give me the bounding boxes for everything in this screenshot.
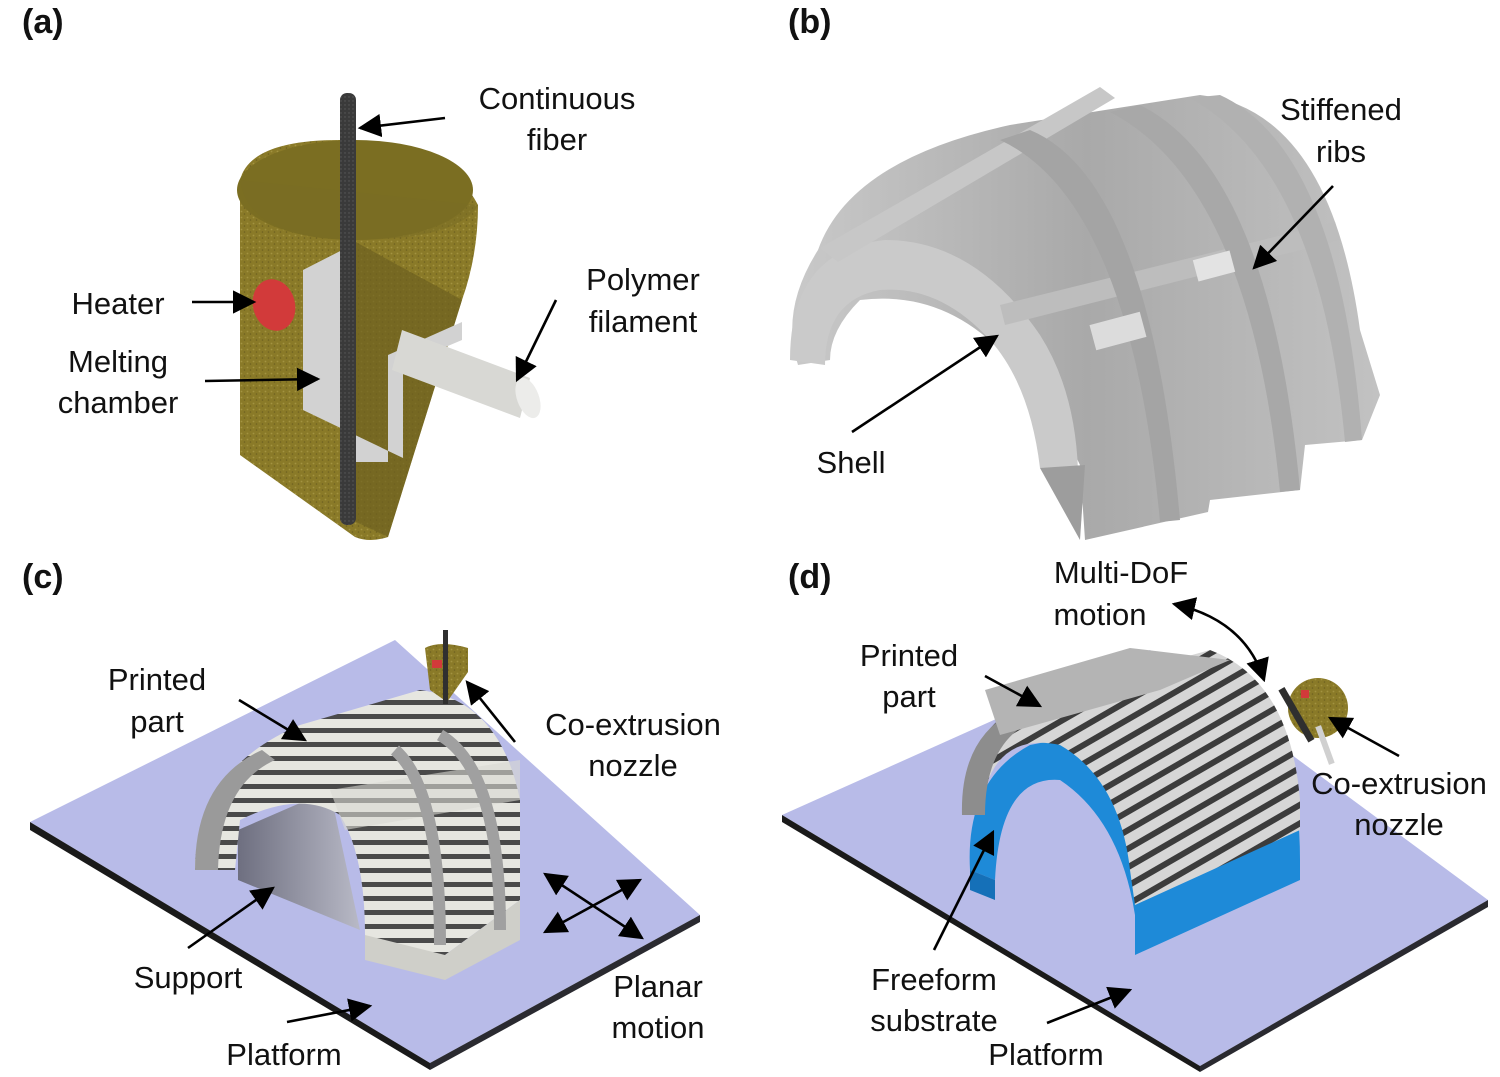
label-co-extrusion-nozzle-d-1: Co-extrusion bbox=[1311, 766, 1487, 801]
continuous-fiber-shape bbox=[340, 93, 356, 525]
planar-printing-drawing bbox=[30, 630, 700, 1070]
label-multi-dof-motion-2: motion bbox=[1053, 597, 1146, 632]
label-freeform-substrate-2: substrate bbox=[870, 1003, 998, 1038]
label-printed-part-c-1: Printed bbox=[108, 662, 206, 697]
arrow-platform-d bbox=[1046, 986, 1133, 1025]
arrow-co-extrusion-nozzle-d bbox=[1327, 716, 1400, 758]
label-planar-motion-1: Planar bbox=[613, 969, 703, 1004]
label-polymer-filament-2: filament bbox=[589, 304, 698, 339]
arrow-melting-chamber bbox=[204, 367, 321, 392]
heater-shape bbox=[252, 279, 296, 331]
co-extrusion-nozzle-shape-c bbox=[425, 630, 468, 704]
label-platform-d: Platform bbox=[988, 1037, 1103, 1072]
panel-d-tag: (d) bbox=[788, 558, 831, 596]
label-printed-part-c-2: part bbox=[130, 704, 184, 739]
arrow-freeform-substrate bbox=[932, 829, 995, 951]
arrow-planar-motion-2 bbox=[542, 878, 643, 934]
label-platform-c: Platform bbox=[226, 1037, 341, 1072]
panel-a: (a) Continuous fiber Heater Melting bbox=[22, 3, 700, 540]
label-continuous-fiber-1: Continuous bbox=[479, 81, 636, 116]
arrow-multi-dof-motion bbox=[1171, 597, 1269, 683]
label-melting-chamber-2: chamber bbox=[58, 385, 179, 420]
arrow-support bbox=[187, 886, 275, 950]
arrow-shell bbox=[851, 334, 999, 434]
stiffened-shell-drawing bbox=[790, 87, 1380, 540]
arrow-printed-part-d bbox=[984, 674, 1043, 708]
nozzle-cutaway-drawing bbox=[237, 93, 541, 540]
multi-dof-printing-drawing bbox=[782, 648, 1488, 1072]
arrow-co-extrusion-nozzle-c bbox=[465, 680, 517, 743]
label-heater: Heater bbox=[71, 286, 164, 321]
polymer-filament-shape bbox=[392, 330, 541, 419]
panel-b-tag: (b) bbox=[788, 3, 831, 41]
label-stiffened-ribs-1: Stiffened bbox=[1280, 92, 1402, 127]
label-co-extrusion-nozzle-c-2: nozzle bbox=[588, 748, 678, 783]
arrow-polymer-filament bbox=[515, 299, 558, 383]
panel-c: (c) Printed part Co-extrusion bbox=[22, 558, 721, 1072]
arrow-platform-c bbox=[286, 998, 373, 1024]
panel-c-tag: (c) bbox=[22, 558, 64, 596]
label-polymer-filament-1: Polymer bbox=[586, 262, 700, 297]
label-shell: Shell bbox=[817, 445, 886, 480]
support-shape bbox=[238, 790, 360, 930]
panel-a-tag: (a) bbox=[22, 3, 64, 41]
label-stiffened-ribs-2: ribs bbox=[1316, 134, 1366, 169]
label-printed-part-d-2: part bbox=[882, 679, 936, 714]
label-continuous-fiber-2: fiber bbox=[527, 122, 587, 157]
arrow-continuous-fiber bbox=[357, 113, 446, 138]
panel-b: (b) Stiffened ribs Shell bbox=[788, 3, 1402, 540]
panel-d: (d) Multi-DoF motion Printed par bbox=[782, 555, 1488, 1072]
label-support: Support bbox=[134, 960, 243, 995]
label-melting-chamber-1: Melting bbox=[68, 344, 168, 379]
label-printed-part-d-1: Printed bbox=[860, 638, 958, 673]
label-co-extrusion-nozzle-d-2: nozzle bbox=[1354, 807, 1444, 842]
label-multi-dof-motion-1: Multi-DoF bbox=[1054, 555, 1188, 590]
arrow-stiffened-ribs bbox=[1252, 185, 1334, 270]
label-freeform-substrate-1: Freeform bbox=[871, 962, 997, 997]
label-co-extrusion-nozzle-c-1: Co-extrusion bbox=[545, 707, 721, 742]
label-planar-motion-2: motion bbox=[611, 1010, 704, 1045]
arrow-printed-part-c bbox=[238, 698, 308, 742]
